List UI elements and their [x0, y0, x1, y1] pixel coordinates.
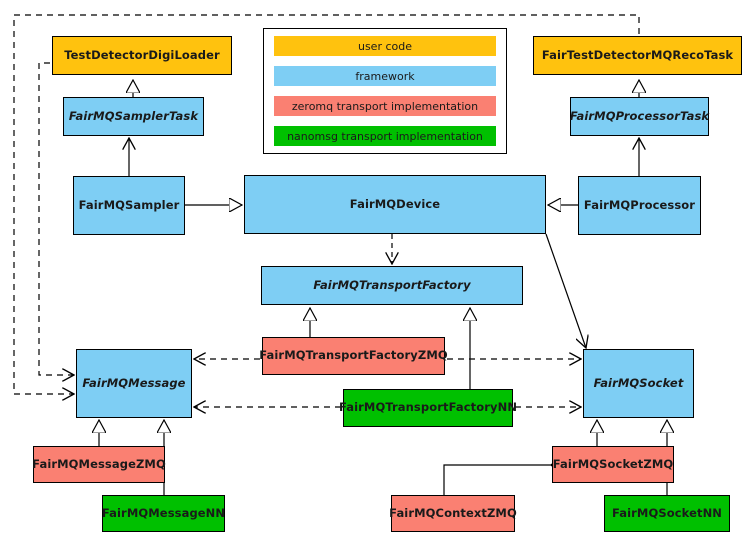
- class-box-fairmqsampler[interactable]: FairMQSampler: [73, 176, 185, 235]
- class-box-fairmqcontextzmq[interactable]: FairMQContextZMQ: [389, 495, 517, 532]
- class-box-fairmqprocessor[interactable]: FairMQProcessor: [578, 176, 701, 235]
- legend: user code framework zeromq transport imp…: [263, 28, 507, 154]
- edge-contextzmq-to-socketzmq: [443, 465, 552, 495]
- class-box-fairmqprocessortask[interactable]: FairMQProcessorTask: [570, 97, 709, 136]
- class-box-fairtestdetectormqrecotask[interactable]: FairTestDetectorMQRecoTask: [533, 36, 742, 75]
- legend-item-user-code: user code: [274, 36, 496, 56]
- class-box-testdetectordigiloader[interactable]: TestDetectorDigiLoader: [52, 36, 232, 75]
- class-box-fairmqmessagenn[interactable]: FairMQMessageNN: [102, 495, 225, 532]
- class-box-fairmqtransportfactorynn[interactable]: FairMQTransportFactoryNN: [339, 389, 517, 427]
- class-box-fairmqsocket[interactable]: FairMQSocket: [583, 349, 694, 418]
- legend-item-nanomsg: nanomsg transport implementation: [274, 126, 496, 146]
- legend-item-zeromq: zeromq transport implementation: [274, 96, 496, 116]
- class-box-fairmqmessagezmq[interactable]: FairMQMessageZMQ: [32, 446, 166, 483]
- class-box-fairmqtransportfactoryzmq[interactable]: FairMQTransportFactoryZMQ: [259, 337, 448, 375]
- legend-item-framework: framework: [274, 66, 496, 86]
- class-box-fairmqtransportfactory[interactable]: FairMQTransportFactory: [261, 266, 523, 305]
- class-box-fairmqsamplertask[interactable]: FairMQSamplerTask: [63, 97, 204, 136]
- class-box-fairmqmessage[interactable]: FairMQMessage: [76, 349, 192, 418]
- class-box-fairmqdevice[interactable]: FairMQDevice: [244, 175, 546, 234]
- edge-device-to-socket: [545, 233, 586, 348]
- class-box-fairmqsocketnn[interactable]: FairMQSocketNN: [604, 495, 730, 532]
- class-box-fairmqsocketzmq[interactable]: FairMQSocketZMQ: [552, 446, 674, 483]
